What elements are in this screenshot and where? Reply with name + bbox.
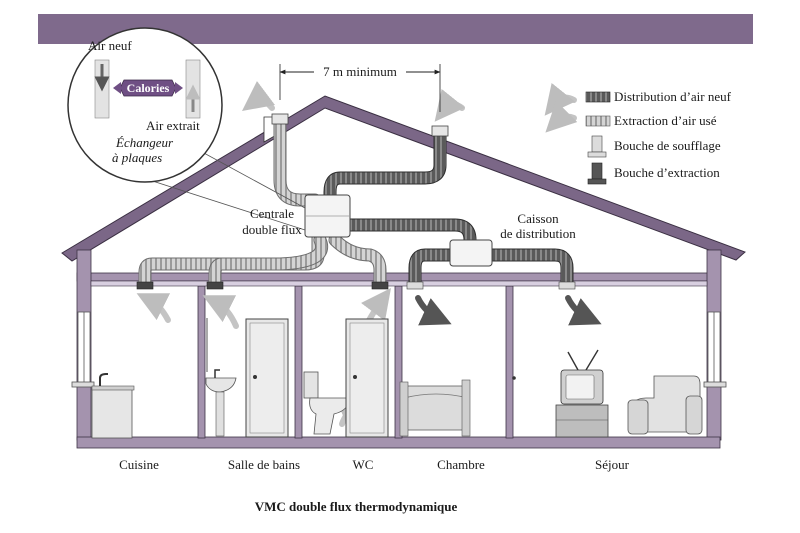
air-extrait-label: Air extrait <box>146 118 200 133</box>
exchanger-title-2: à plaques <box>112 150 162 165</box>
caisson-label-1: Caisson <box>517 211 559 226</box>
kitchen-sink <box>91 373 135 439</box>
distribution-box <box>449 239 493 267</box>
ceiling-vents <box>136 281 576 290</box>
legend: Distribution d’air neuf Extraction d’air… <box>585 89 732 185</box>
window-right <box>703 311 727 388</box>
living-armchair <box>627 375 703 435</box>
bathroom-door <box>245 318 289 438</box>
exchanger-inset: Air neuf Calories Air extrait Échangeur … <box>67 27 306 231</box>
legend-label-used: Extraction d’air usé <box>614 113 717 128</box>
dimension-7m: 7 m minimum <box>279 62 441 112</box>
legend-label-supply: Bouche de soufflage <box>614 138 721 153</box>
roof-outlet-left <box>271 113 289 125</box>
air-neuf-label: Air neuf <box>88 38 132 53</box>
airflow-arrows <box>136 81 602 428</box>
room-label-wc: WC <box>353 457 374 472</box>
legend-label-new: Distribution d’air neuf <box>614 89 732 104</box>
room-label-sejour: Séjour <box>595 457 630 472</box>
supply-vent-icon <box>587 135 607 158</box>
calories-label: Calories <box>127 81 170 95</box>
house-walls <box>76 249 722 449</box>
extract-vent-icon <box>587 162 607 185</box>
ducts-distribution <box>323 128 574 289</box>
bedroom-bed <box>399 379 471 437</box>
central-unit <box>304 194 351 238</box>
roof-outlet-right <box>431 125 449 137</box>
bathroom-basin <box>205 318 237 437</box>
room-label-salle-de-bains: Salle de bains <box>228 457 300 472</box>
caisson-label-2: de distribution <box>500 226 576 241</box>
room-labels: Cuisine Salle de bains WC Chambre Séjour <box>119 457 630 472</box>
living-tv <box>555 349 609 438</box>
wc-door <box>345 318 389 438</box>
legend-label-extract: Bouche d’extraction <box>614 165 720 180</box>
room-label-chambre: Chambre <box>437 457 485 472</box>
duct-used-icon <box>585 115 611 127</box>
exchanger-title-1: Échangeur <box>115 135 174 150</box>
duct-new-icon <box>585 91 611 103</box>
room-label-cuisine: Cuisine <box>119 457 159 472</box>
centrale-label-2: double flux <box>242 222 302 237</box>
diagram-caption: VMC double flux thermodynamique <box>255 499 458 514</box>
bedroom-door-knob <box>512 376 516 380</box>
window-left <box>71 311 95 388</box>
dimension-label: 7 m minimum <box>323 64 397 79</box>
centrale-label-1: Centrale <box>250 206 294 221</box>
ducts-extraction <box>138 115 387 289</box>
wc-toilet <box>303 371 349 435</box>
